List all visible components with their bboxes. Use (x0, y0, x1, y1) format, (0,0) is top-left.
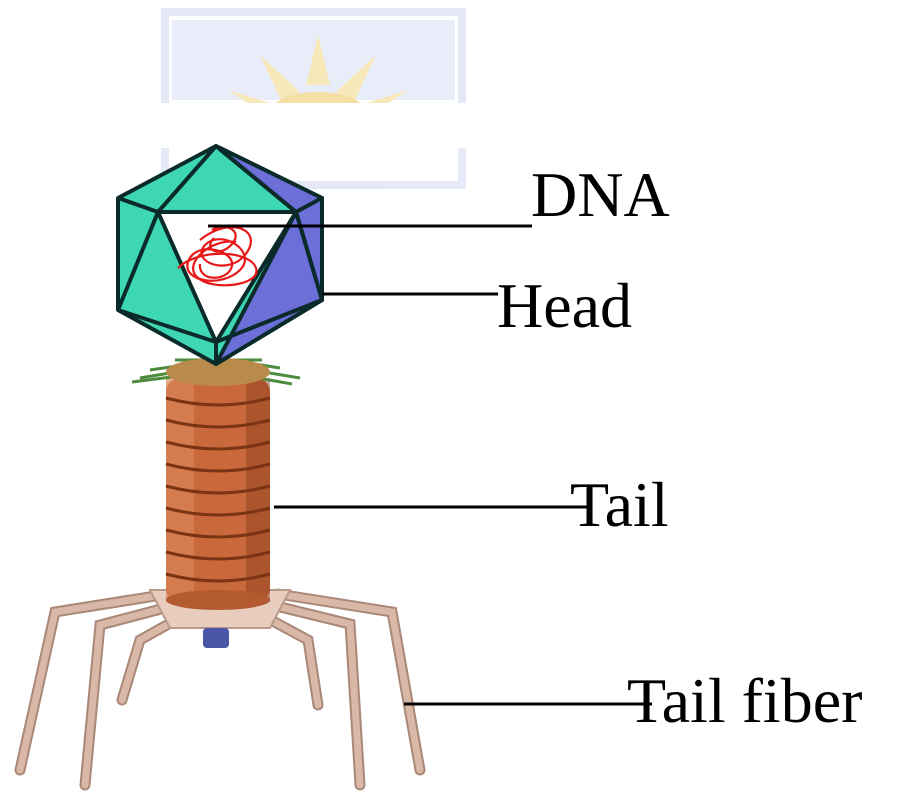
dna-label: DNA (531, 159, 670, 230)
head-label: Head (497, 270, 632, 341)
tail-label: Tail (570, 469, 669, 540)
tail-fiber-label: Tail fiber (627, 665, 862, 736)
capsid-head (118, 146, 322, 364)
tail-sheath (166, 378, 270, 610)
